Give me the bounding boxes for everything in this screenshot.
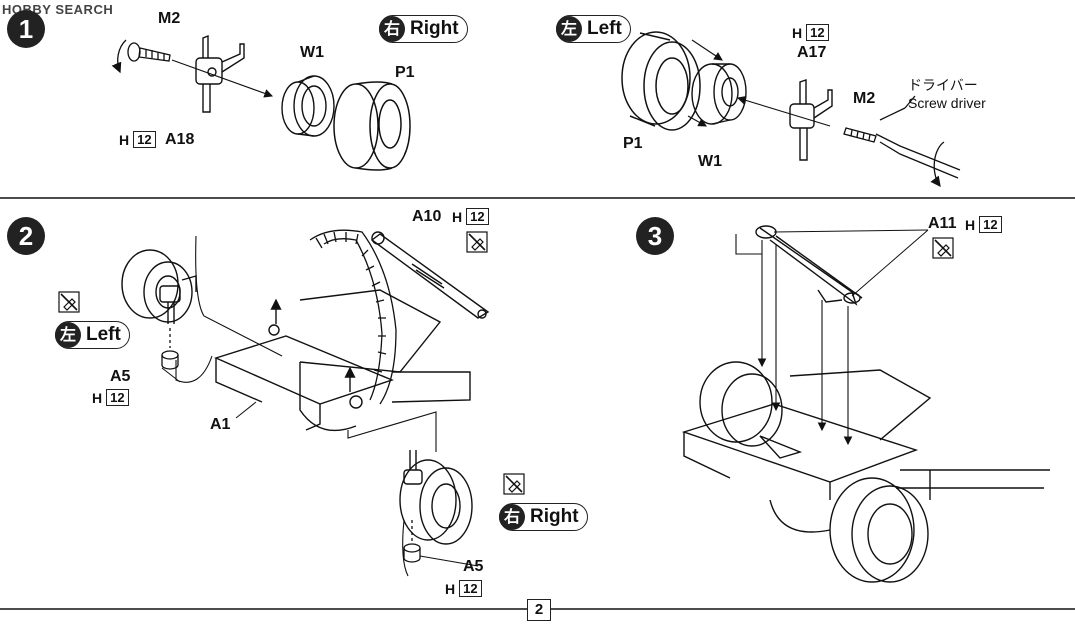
kanji-right: 右: [499, 504, 525, 530]
badge-text: Right: [410, 18, 459, 39]
guide-line-left: [195, 235, 283, 357]
hcode-a5-right: H 12: [445, 580, 482, 597]
part-a10-wrench: [370, 231, 490, 319]
hcode-prefix: H: [792, 24, 803, 41]
label-a17: A17: [797, 44, 827, 61]
leader-lines: [161, 229, 929, 567]
hcode-a10: H 12: [452, 208, 489, 225]
hcode-prefix: H: [119, 131, 130, 148]
label-a11: A11: [928, 215, 957, 232]
note-driver-en: Screw driver: [908, 95, 986, 111]
label-p1-left: P1: [623, 135, 643, 152]
wheel-w1-right: [281, 75, 335, 137]
chassis-a1: [214, 289, 471, 432]
part-a18: [195, 34, 245, 113]
step-number-3: 3: [636, 217, 674, 255]
hcode-number: 12: [459, 580, 482, 597]
hcode-number: 12: [466, 208, 489, 225]
step-number-2: 2: [7, 217, 45, 255]
assembly-arrows-step3: [735, 234, 853, 446]
hcode-a11: H 12: [965, 216, 1002, 233]
label-p1-right: P1: [395, 64, 415, 81]
hcode-number: 12: [806, 24, 829, 41]
label-w1-left: W1: [698, 153, 722, 170]
label-a5-left: A5: [110, 368, 131, 385]
arrow-axle-right: [171, 59, 274, 98]
drive-belt: [309, 229, 397, 405]
badge-left-step2: 左 Left: [55, 321, 130, 349]
label-a1: A1: [210, 416, 231, 433]
label-m2-left: M2: [853, 90, 876, 107]
wheel-right-step2: [399, 450, 473, 545]
arrow-axle-left: [736, 96, 831, 127]
hcode-prefix: H: [445, 580, 456, 597]
hcode-a17: H 12: [792, 24, 829, 41]
label-a5-right: A5: [463, 558, 484, 575]
tire-p1-left: [621, 31, 701, 131]
step-number-1: 1: [7, 10, 45, 48]
glue-prohibited-icon: [58, 291, 80, 313]
glue-prohibited-icon: [503, 473, 525, 495]
glue-prohibited-icon: [466, 231, 488, 253]
part-a5-right: [403, 520, 421, 563]
badge-text: Right: [530, 506, 579, 527]
badge-text: Left: [587, 18, 622, 39]
hcode-prefix: H: [452, 208, 463, 225]
hcode-a18: H 12: [119, 131, 156, 148]
part-a17: [789, 79, 833, 161]
hcode-prefix: H: [965, 216, 976, 233]
hcode-prefix: H: [92, 389, 103, 406]
page-number: 2: [527, 599, 551, 621]
screw-m2-right: [111, 39, 171, 74]
wheel-w1-left: [691, 63, 747, 125]
hcode-number: 12: [133, 131, 156, 148]
part-a5-left: [161, 328, 179, 370]
hcode-a5-left: H 12: [92, 389, 129, 406]
chassis-assembled: [681, 361, 1050, 583]
kanji-left: 左: [556, 16, 582, 42]
part-a11: [755, 225, 863, 306]
hcode-number: 12: [106, 389, 129, 406]
kanji-right: 右: [379, 16, 405, 42]
label-a18: A18: [165, 131, 195, 148]
label-m2-right: M2: [158, 10, 181, 27]
badge-text: Left: [86, 324, 121, 345]
label-w1-right: W1: [300, 44, 324, 61]
badge-left-step1: 左 Left: [556, 15, 631, 43]
badge-right-step1: 右 Right: [379, 15, 468, 43]
glue-prohibited-icon: [932, 237, 954, 259]
wheel-left-step2: [121, 249, 197, 324]
screw-m2-left: [843, 95, 961, 188]
tire-p1-right: [333, 81, 411, 171]
guide-line-right: [347, 411, 437, 452]
hcode-number: 12: [979, 216, 1002, 233]
badge-right-step2: 右 Right: [499, 503, 588, 531]
label-a10: A10: [412, 208, 442, 225]
note-driver-jp: ドライバー: [908, 78, 978, 94]
kanji-left: 左: [55, 322, 81, 348]
